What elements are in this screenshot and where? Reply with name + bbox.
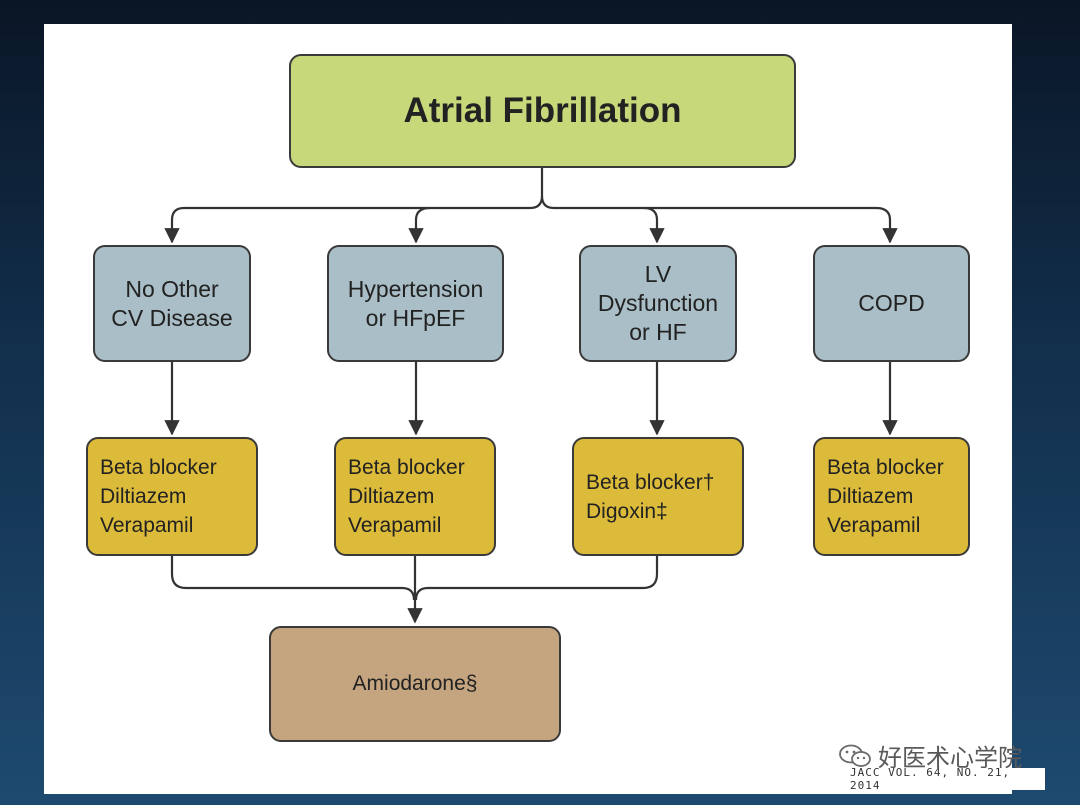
category-hypertension-hfpef: Hypertension or HFpEF: [327, 245, 504, 362]
journal-citation: JACC VOL. 64, NO. 21, 2014: [850, 766, 1045, 792]
branch-to-copd: [644, 206, 898, 244]
treatment-hypertension-hfpef: Beta blocker Diltiazem Verapamil: [334, 437, 496, 556]
branch-to-lv-dysfunction: [554, 206, 665, 244]
amiodarone-box: Amiodarone§: [269, 626, 561, 742]
citation-text: JACC VOL. 64, NO. 21, 2014: [850, 766, 1011, 792]
treatment-label: Beta blocker† Digoxin‡: [586, 470, 715, 523]
category-copd: COPD: [813, 245, 970, 362]
category-label: COPD: [858, 290, 925, 316]
treatment-lv-dysfunction-hf: Beta blocker† Digoxin‡: [572, 437, 744, 556]
category-no-other-cv-disease: No Other CV Disease: [93, 245, 251, 362]
wechat-icon: [839, 744, 871, 767]
root-trunk-line-right: [540, 195, 555, 210]
treatment-no-other-cv-disease: Beta blocker Diltiazem Verapamil: [86, 437, 258, 556]
category-label: LV Dysfunction or HF: [597, 261, 719, 345]
merge-from-rx3: [414, 556, 659, 601]
branch-to-hypertension: [408, 206, 431, 244]
category-lv-dysfunction-hf: LV Dysfunction or HF: [579, 245, 737, 362]
category-label: No Other CV Disease: [111, 275, 233, 331]
amiodarone-label: Amiodarone§: [352, 672, 478, 695]
category-label: Hypertension or HFpEF: [347, 275, 484, 331]
treatment-label: Beta blocker Diltiazem Verapamil: [348, 456, 465, 537]
watermark-text: 好医术心学院: [878, 744, 1022, 772]
watermark: 好医术心学院: [838, 738, 1022, 773]
atrial-fibrillation-label: Atrial Fibrillation: [403, 91, 682, 130]
merge-from-rx1: [170, 556, 416, 601]
treatment-copd: Beta blocker Diltiazem Verapamil: [813, 437, 970, 556]
treatment-label: Beta blocker Diltiazem Verapamil: [100, 456, 217, 537]
branch-to-no-other-cv: [164, 206, 530, 244]
root-trunk-line: [529, 168, 544, 210]
treatment-label: Beta blocker Diltiazem Verapamil: [827, 456, 944, 537]
atrial-fibrillation-box: Atrial Fibrillation: [289, 54, 796, 168]
